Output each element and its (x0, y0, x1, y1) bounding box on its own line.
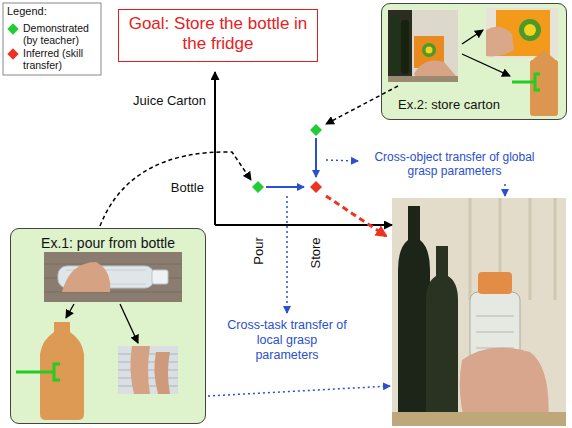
inferred-link (326, 196, 386, 236)
legend-text: Inferred (skill transfer) (23, 47, 99, 71)
demonstration-links (100, 86, 398, 226)
transfer-arrows (266, 138, 316, 187)
legend-heading: Legend: (7, 5, 87, 18)
legend-text: Demonstrated (by teacher) (23, 22, 99, 46)
carton-silhouette (512, 50, 558, 116)
axis-value: Bottle (146, 180, 204, 196)
node-title: Ex.1: pour from bottle (11, 235, 205, 252)
axis-value: Juice Carton (104, 93, 206, 109)
example-panel: Ex.2: store carton (381, 3, 567, 120)
axis-value: Pour (251, 237, 267, 264)
node-title: Ex.2: store carton (398, 97, 500, 113)
node-title: Goal: Store the bottle in the fridge (124, 14, 312, 55)
goal-box: Goal: Store the bottle in the fridge (118, 9, 318, 62)
task-points (252, 124, 322, 193)
leader-lines (208, 160, 505, 396)
photo-fingers (118, 346, 178, 394)
axis-value: Store (308, 237, 324, 268)
bottle-silhouette (16, 322, 84, 420)
example-panel: Ex.1: pour from bottle (10, 228, 206, 424)
axes (215, 72, 392, 225)
photo-pour-bottle (44, 252, 182, 302)
photo-store-carton (388, 10, 458, 82)
transfer-note: Cross-task transfer of local grasp param… (226, 318, 348, 363)
photo-carton-closeup (486, 8, 558, 58)
photo-fridge (392, 198, 566, 426)
transfer-note: Cross-object transfer of global grasp pa… (362, 150, 547, 179)
